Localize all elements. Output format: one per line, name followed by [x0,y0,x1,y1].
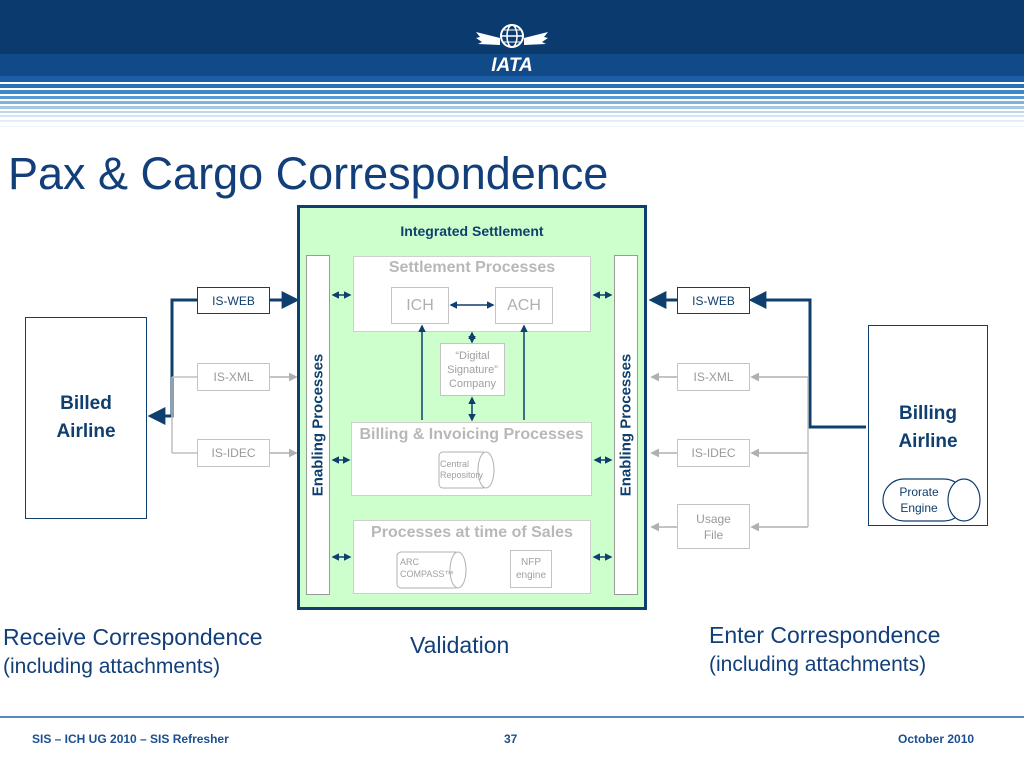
right-is-idec-box: IS-IDEC [677,439,750,467]
right-is-web-label: IS-WEB [692,293,735,308]
usage-file-box: Usage File [677,504,750,549]
digital-signature-line2: Signature” [447,363,498,376]
nfp-engine-box: NFP engine [510,550,552,588]
enter-caption-line1: Enter Correspondence [709,622,941,648]
enter-caption-line2: (including attachments) [709,653,927,676]
page-title: Pax & Cargo Correspondence [8,148,609,199]
usage-label: Usage [696,511,731,526]
enter-caption: Enter Correspondence (including attachme… [709,620,940,680]
digital-signature-line3: Company [448,377,497,390]
billing-airline-label: Airline [898,431,958,452]
integrated-settlement-label: Integrated Settlement [400,223,544,239]
right-is-xml-label: IS-XML [693,370,734,384]
page-number: 37 [504,732,518,746]
left-is-idec-box: IS-IDEC [197,439,270,467]
settlement-processes-title: Settlement Processes [388,259,556,276]
ach-label: ACH [507,296,541,314]
arc-compass-cylinder: ARC COMPASS™ [396,551,468,589]
enabling-processes-left: Enabling Processes [306,255,330,595]
footer-date: October 2010 [898,732,975,746]
footer-left-text: SIS – ICH UG 2010 – SIS Refresher [32,732,229,746]
left-is-idec-label: IS-IDEC [211,446,256,460]
enabling-processes-right: Enabling Processes [614,255,638,595]
digital-signature-box: “Digital Signature” Company [440,343,505,396]
prorate-engine-cylinder: Prorate Engine [882,478,982,522]
header-banner [0,0,1024,140]
nfp-label: NFP [521,557,541,568]
arc-label: ARC [400,557,420,567]
compass-label: COMPASS™ [400,569,454,579]
engine-label: engine [515,570,547,581]
billed-airline-box: Billed Airline [25,317,147,519]
ich-box: ICH [391,287,449,324]
receive-caption-line2: (including attachments) [3,655,221,678]
left-is-xml-box: IS-XML [197,363,270,391]
left-is-xml-label: IS-XML [213,370,254,384]
logo-text: IATA [491,55,533,76]
digital-signature-line1: “Digital [455,349,490,362]
central-repository-line1: Central [440,459,470,469]
right-is-web-box: IS-WEB [677,287,750,314]
billing-invoicing-title: Billing & Invoicing Processes [359,426,584,443]
prorate-label: Prorate [899,485,939,499]
receive-caption: Receive Correspondence (including attach… [3,622,263,682]
engine-label-right: Engine [900,501,938,515]
central-repository-cylinder: Central Repository [438,451,496,489]
left-is-web-label: IS-WEB [212,293,255,308]
billing-label: Billing [898,403,958,424]
central-repository-line2: Repository [440,470,484,480]
validation-caption: Validation [410,632,510,658]
right-is-xml-box: IS-XML [677,363,750,391]
billed-airline-label: Airline [56,421,116,442]
receive-caption-line1: Receive Correspondence [3,624,263,650]
iata-logo: IATA [472,18,552,76]
billed-label: Billed [60,393,112,414]
footer-divider [0,716,1024,718]
processes-sales-title: Processes at time of Sales [371,524,573,541]
left-is-web-box: IS-WEB [197,287,270,314]
ach-box: ACH [495,287,553,324]
file-label: File [703,527,724,542]
right-is-idec-label: IS-IDEC [691,446,736,460]
ich-label: ICH [406,296,434,314]
